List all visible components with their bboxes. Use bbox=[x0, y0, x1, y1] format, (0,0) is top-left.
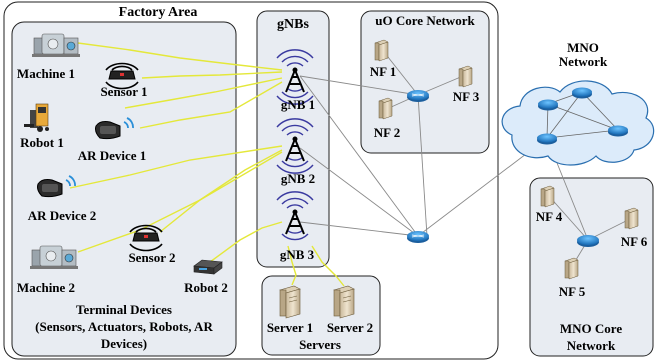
ar-device-2-label: AR Device 2 bbox=[28, 208, 97, 223]
terminal-devices-title: Terminal Devices bbox=[76, 302, 172, 317]
gnb-3-label: gNB 3 bbox=[280, 247, 315, 262]
server-icon bbox=[374, 39, 389, 62]
machine-1-label: Machine 1 bbox=[17, 66, 75, 81]
robot-icon bbox=[193, 259, 223, 275]
server-icon bbox=[564, 257, 579, 280]
terminal-devices-panel bbox=[11, 21, 237, 357]
nf-4-label: NF 4 bbox=[536, 209, 563, 224]
machine-icon bbox=[30, 245, 78, 269]
gnbs-title: gNBs bbox=[277, 17, 309, 32]
mno-network-title-line2: Network bbox=[559, 54, 608, 69]
gnb-1-label: gNB 1 bbox=[281, 97, 315, 112]
machine-icon bbox=[32, 33, 80, 57]
server-icon bbox=[333, 285, 355, 319]
nf-3-label: NF 3 bbox=[453, 89, 480, 104]
server-icon bbox=[378, 97, 393, 120]
uo-core-panel bbox=[360, 10, 490, 154]
router-icon bbox=[608, 125, 628, 137]
router-icon bbox=[538, 99, 558, 111]
router-icon bbox=[572, 87, 592, 99]
ar-headset-icon bbox=[95, 117, 134, 140]
nf-2-label: NF 2 bbox=[374, 125, 401, 140]
mno-network-title-line1: MNO bbox=[567, 40, 599, 55]
sensor-1-label: Sensor 1 bbox=[100, 84, 147, 99]
nf-6-label: NF 6 bbox=[621, 234, 648, 249]
sensor-icon bbox=[105, 62, 139, 90]
router-icon bbox=[407, 231, 429, 243]
terminal-devices-subtitle-line1: (Sensors, Actuators, Robots, AR bbox=[35, 319, 213, 334]
router-icon bbox=[537, 133, 557, 145]
server-icon bbox=[624, 207, 639, 230]
robot-2-label: Robot 2 bbox=[184, 280, 228, 295]
router-icon bbox=[407, 90, 429, 102]
server-1-label: Server 1 bbox=[267, 320, 313, 335]
uo-core-title: uO Core Network bbox=[375, 13, 475, 28]
server-icon bbox=[458, 65, 473, 88]
sensor-2-label: Sensor 2 bbox=[128, 250, 175, 265]
server-2-label: Server 2 bbox=[327, 320, 373, 335]
router-icon bbox=[577, 235, 599, 247]
antenna-tower-icon bbox=[276, 191, 314, 241]
nf-1-label: NF 1 bbox=[370, 64, 397, 79]
gnb-2-label: gNB 2 bbox=[281, 171, 315, 186]
terminal-devices-subtitle-line2: Devices) bbox=[101, 336, 147, 351]
server-icon bbox=[279, 285, 301, 319]
mno-core-title-line1: MNO Core bbox=[560, 321, 622, 336]
wireless-links bbox=[69, 42, 345, 287]
sensor-icon bbox=[129, 224, 163, 252]
ar-device-1-label: AR Device 1 bbox=[78, 148, 147, 163]
forklift-robot-icon bbox=[24, 103, 49, 132]
machine-2-label: Machine 2 bbox=[17, 280, 75, 295]
ar-headset-icon bbox=[37, 175, 76, 198]
robot-1-label: Robot 1 bbox=[20, 135, 64, 150]
factory-area-title: Factory Area bbox=[119, 5, 198, 20]
nf-5-label: NF 5 bbox=[559, 284, 586, 299]
mno-core-title-line2: Network bbox=[567, 338, 616, 353]
antenna-tower-icon bbox=[276, 49, 314, 105]
server-icon bbox=[540, 185, 555, 208]
antenna-tower-icon bbox=[276, 118, 314, 174]
servers-title: Servers bbox=[299, 337, 341, 352]
